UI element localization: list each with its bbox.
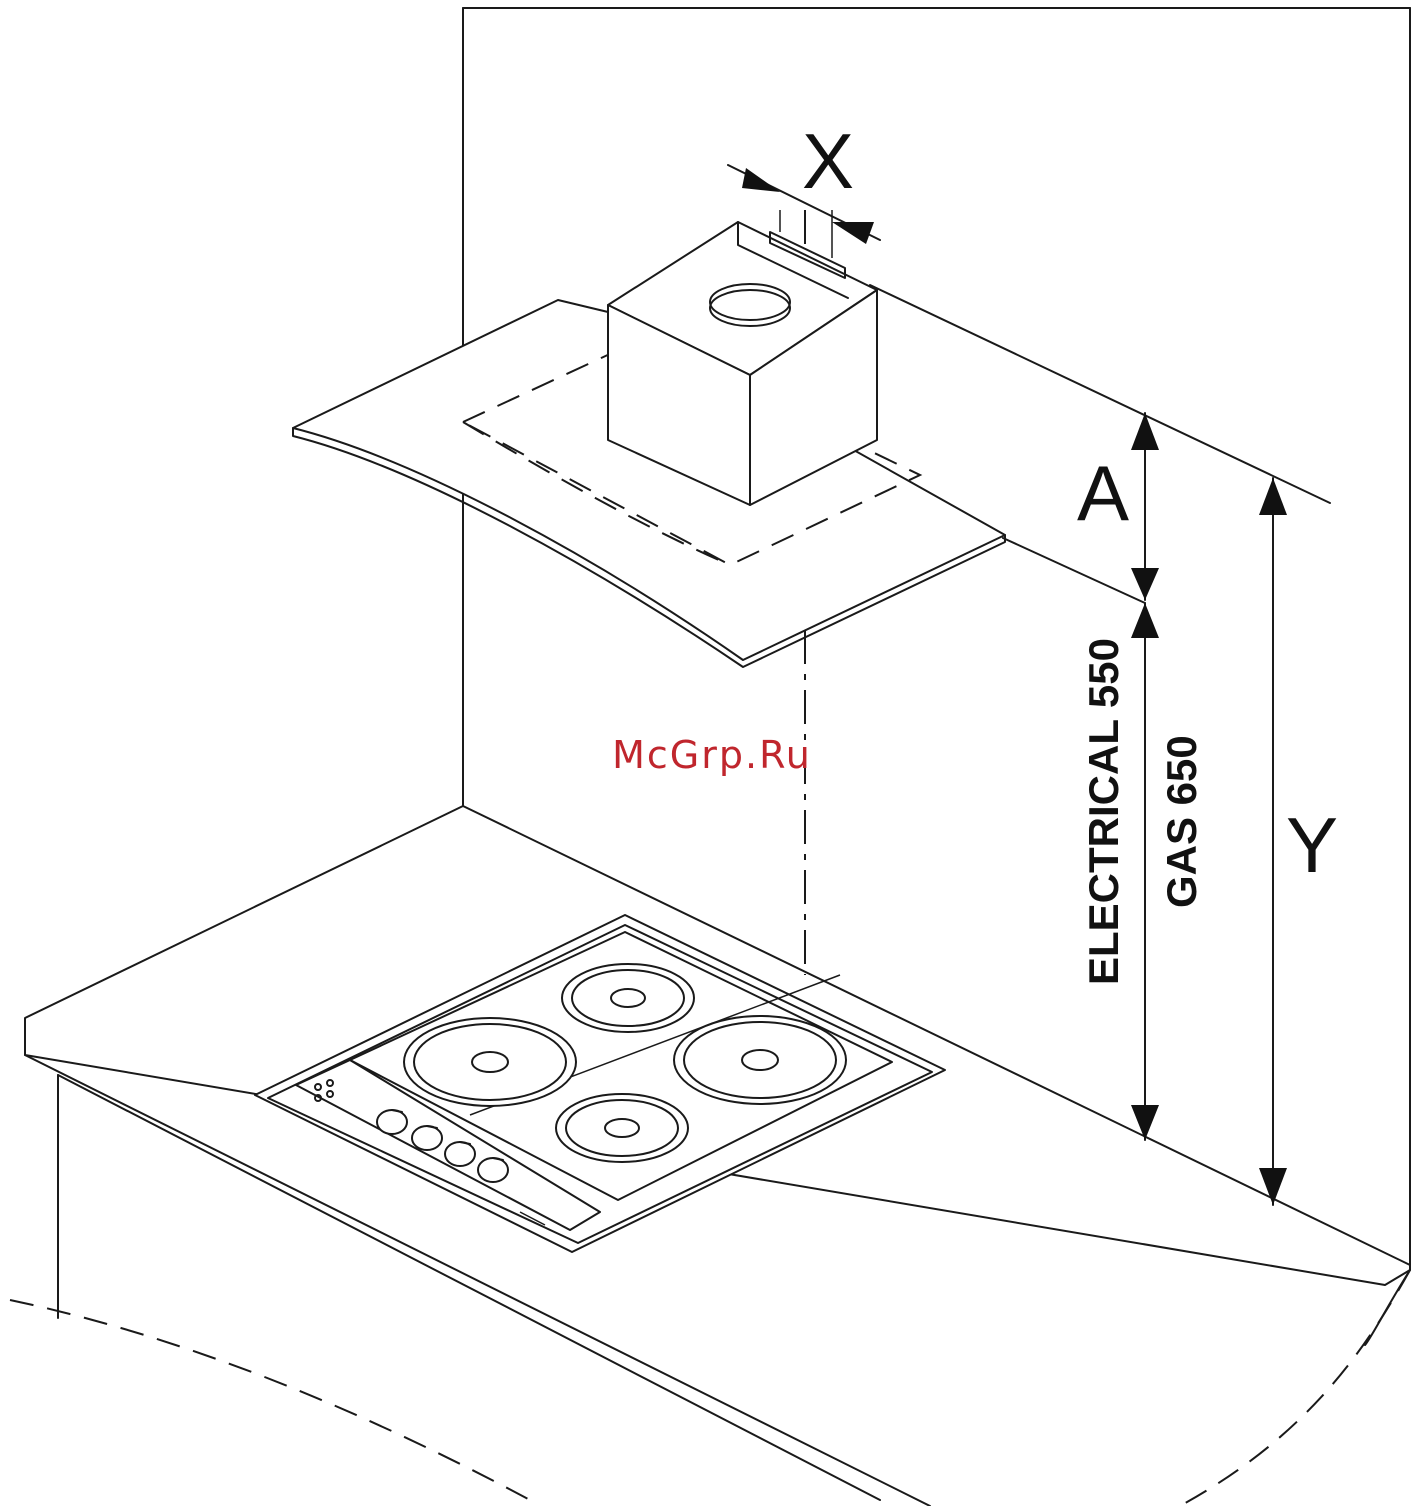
label-y: Y [1286,801,1338,889]
burner-front-left [556,1094,688,1162]
label-a: A [1077,449,1129,537]
dimension-cooking-height: ELECTRICAL 550 GAS 650 [1080,603,1205,1140]
dimension-a: A [1077,413,1159,600]
burner-back-left [404,1018,576,1106]
label-gas: GAS 650 [1158,735,1205,908]
label-electrical: ELECTRICAL 550 [1080,638,1127,985]
burner-front-right [674,1016,846,1104]
watermark-text: McGrp.Ru [612,733,812,777]
label-x: X [802,117,854,205]
dimension-y: Y [1259,478,1338,1205]
burner-back-right [562,964,694,1032]
